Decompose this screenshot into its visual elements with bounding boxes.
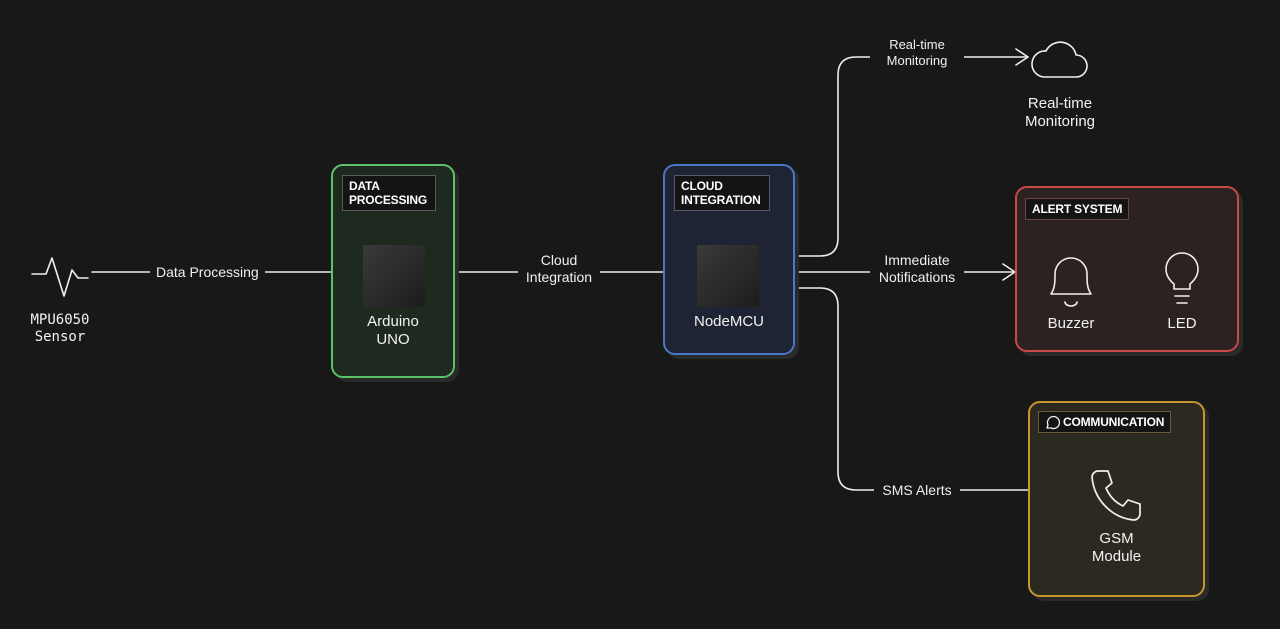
alert-tag: ALERT SYSTEM bbox=[1025, 198, 1130, 220]
arduino-chip-icon bbox=[363, 245, 425, 307]
pulse-wave-icon bbox=[31, 257, 89, 297]
edge-label-data-processing: Data Processing bbox=[150, 264, 265, 281]
nodemcu-panel[interactable]: CLOUD INTEGRATION NodeMCU bbox=[663, 164, 795, 355]
edge-nodemcu-cloud bbox=[759, 56, 1029, 257]
arduino-panel[interactable]: DATA PROCESSING Arduino UNO bbox=[331, 164, 455, 378]
buzzer-label: Buzzer bbox=[1047, 315, 1095, 332]
gsm-label: GSM Module bbox=[1091, 530, 1142, 565]
chat-bubble-icon bbox=[1046, 415, 1060, 430]
arduino-label: Arduino UNO bbox=[367, 313, 419, 348]
bell-icon bbox=[1050, 257, 1092, 307]
arrowhead bbox=[1015, 48, 1029, 66]
comm-tag: COMMUNICATION bbox=[1038, 411, 1172, 433]
nodemcu-chip-icon bbox=[697, 245, 759, 307]
lightbulb-icon bbox=[1165, 252, 1199, 304]
phone-icon bbox=[1091, 470, 1141, 521]
edge-label-sms: SMS Alerts bbox=[874, 482, 960, 499]
edge-nodemcu-gsm bbox=[759, 287, 1086, 491]
edge-label-realtime: Real-time Monitoring bbox=[870, 37, 964, 69]
sensor-label: MPU6050 Sensor bbox=[30, 312, 90, 345]
edge-label-notifications: Immediate Notifications bbox=[870, 252, 964, 286]
nodemcu-label: NodeMCU bbox=[693, 313, 765, 330]
cloud-icon bbox=[1031, 41, 1088, 78]
edge-label-cloud-integration: Cloud Integration bbox=[518, 252, 600, 286]
alert-panel[interactable]: ALERT SYSTEM Buzzer LED bbox=[1015, 186, 1239, 352]
comm-panel[interactable]: COMMUNICATION GSM Module bbox=[1028, 401, 1205, 597]
led-label: LED bbox=[1167, 315, 1197, 332]
cloud-label: Real-time Monitoring bbox=[1024, 95, 1096, 130]
arduino-tag: DATA PROCESSING bbox=[342, 175, 436, 211]
comm-tag-label: COMMUNICATION bbox=[1063, 415, 1165, 429]
nodemcu-tag: CLOUD INTEGRATION bbox=[674, 175, 770, 211]
